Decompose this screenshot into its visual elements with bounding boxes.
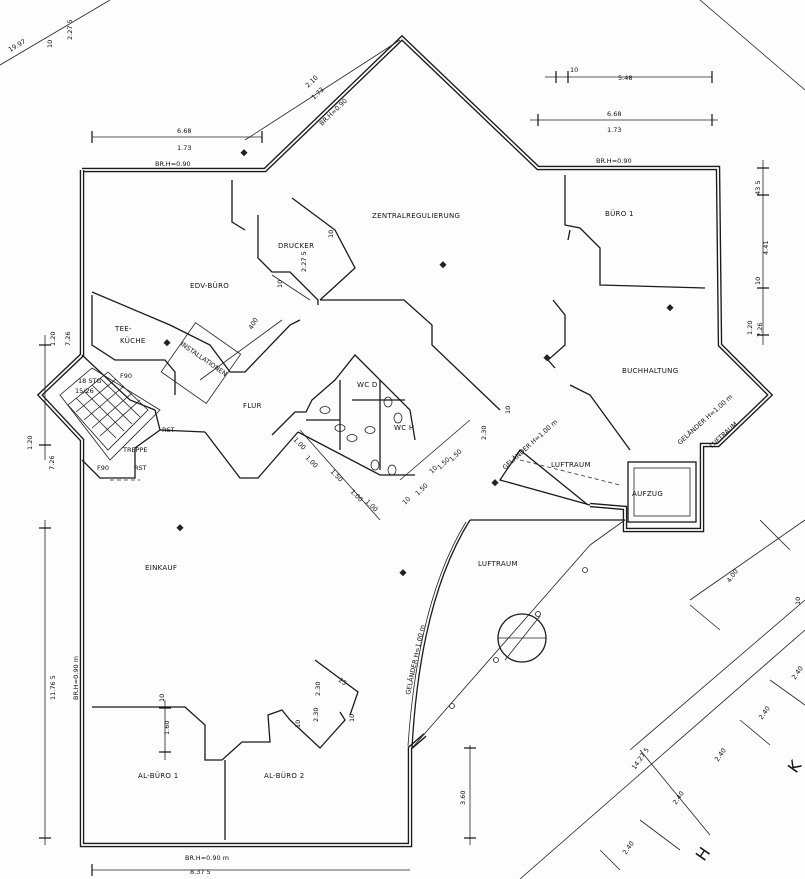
room-label-kueche: KÜCHE <box>120 336 146 345</box>
dim-1-73-a: 1.73 <box>177 144 191 152</box>
grid-letter-h: H <box>692 844 714 865</box>
room-label-drucker: DRUCKER <box>278 242 314 250</box>
dim-2-40-e: 2.40 <box>621 840 636 856</box>
dim-10-a: 10 <box>570 66 578 74</box>
dim-10-i: 10 <box>794 597 802 605</box>
round-column <box>497 613 547 663</box>
label-stg-dim: 15/26 <box>75 387 94 395</box>
dim-8-37-5: 8.37 5 <box>190 868 211 876</box>
dim-1-00-b: 1.00 <box>304 454 320 470</box>
dim-11-76-5: 11.76 5 <box>49 675 57 700</box>
label-rst-top: RST <box>162 426 175 434</box>
room-label-al-buero-1: AL-BÜRO 1 <box>138 771 179 780</box>
label-f90-top: F90 <box>120 372 132 380</box>
grid-letters: H K <box>692 756 805 864</box>
room-label-luftraum-small: LUFTRAUM <box>551 461 591 469</box>
label-brh-left: BR.H=0.90 m <box>72 656 80 700</box>
room-label-buero1: BÜRO 1 <box>605 209 634 218</box>
dim-2-27-5: 2.27 5 <box>66 19 74 40</box>
room-label-flur: FLUR <box>243 402 262 410</box>
label-stg: 18 STG <box>78 377 101 385</box>
dim-1-50-a: 1.50 <box>329 468 345 484</box>
label-gelaender-3: GELÄNDER H=1.00 m <box>403 624 427 695</box>
stair-hatch <box>59 367 161 461</box>
dim-1-00-d: 1.00 <box>364 498 380 514</box>
dim-4-41: 4.41 <box>762 241 770 255</box>
dim-10-f: 10 <box>158 694 166 702</box>
dim-19-97: 19.97 <box>7 37 27 53</box>
grid-letter-k: K <box>784 756 805 776</box>
dim-10-e: 10 <box>327 230 335 238</box>
luftraum-dash <box>519 459 621 486</box>
dim-2-40-c: 2.40 <box>713 747 728 763</box>
dim-4-00: 4.00 <box>725 568 740 584</box>
dim-1-73-c: 1.73 <box>607 126 621 134</box>
dim-10-b: 10 <box>46 40 54 48</box>
dim-10-h: 10 <box>348 714 356 722</box>
dim-10-k: 10 <box>401 495 413 507</box>
dim-1-20-l: 1.20 <box>49 332 57 346</box>
wc-fixtures <box>319 396 403 476</box>
dim-10-c: 10 <box>754 277 762 285</box>
dim-1-20-r: 1.20 <box>746 321 754 335</box>
dim-3-60: 3.60 <box>459 791 467 805</box>
dim-6-68-a: 6.68 <box>177 127 191 135</box>
dim-1-00-a: 1.00 <box>292 436 308 452</box>
outer-walls <box>36 34 774 848</box>
room-label-zentralregulierung: ZENTRALREGULIERUNG <box>372 212 460 220</box>
dim-7-26-l: 7.26 <box>64 332 72 346</box>
dim-2-40-a: 2.40 <box>790 665 805 681</box>
room-label-luftraum-large: LUFTRAUM <box>478 560 518 568</box>
dim-1-00-c: 1.00 <box>349 488 365 504</box>
room-label-al-buero-2: AL-BÜRO 2 <box>264 771 305 780</box>
inner-walls <box>81 175 706 840</box>
room-label-tee: TEE- <box>114 325 132 333</box>
label-f90-bottom: F90 <box>97 464 109 472</box>
dim-2-30-a: 2.30 <box>314 682 322 696</box>
elevator-shaft <box>627 461 697 523</box>
dim-1-73-b: 1.73 <box>310 86 326 102</box>
dim-7-26-l2: 7.26 <box>48 456 56 470</box>
dim-2-27-5b: 2.27 5 <box>300 251 308 272</box>
dim-7-26-r: 7.26 <box>756 323 764 337</box>
label-brh-top-right: BR.H=0.90 <box>596 157 632 165</box>
dim-1-60: 1.60 <box>163 721 171 735</box>
room-label-buchhaltung: BUCHHALTUNG <box>622 367 678 375</box>
dim-10-g: 10 <box>294 720 302 728</box>
dim-2-30-b: 2.30 <box>312 708 320 722</box>
dim-400: 400 <box>247 316 260 331</box>
dim-1-50-d: 1.50 <box>448 448 464 464</box>
dim-5-48: 5.48 <box>618 74 632 82</box>
dim-1-50-c: 1.50 <box>414 482 430 498</box>
room-label-edv-buero: EDV-BÜRO <box>190 281 229 290</box>
column-markers <box>163 149 674 577</box>
label-brh-top-left: BR.H=0.90 <box>155 160 191 168</box>
railing-posts <box>449 567 588 709</box>
room-label-wc-d: WC D <box>357 381 378 389</box>
label-rst-bottom: RST <box>134 464 147 472</box>
dim-6-68-b: 6.68 <box>607 110 621 118</box>
dim-43-5: 43 5 <box>754 181 762 195</box>
dim-10-j: 10 <box>504 406 512 414</box>
dim-10-l: 10 <box>428 464 440 476</box>
room-label-einkauf: EINKAUF <box>145 564 177 572</box>
label-luftraum-diag: LUFTRAUM <box>708 420 739 449</box>
room-label-aufzug: AUFZUG <box>632 490 663 498</box>
dim-25: 25 <box>337 676 348 687</box>
dim-1-20-l2: 1.20 <box>26 436 34 450</box>
label-treppe: TREPPE <box>122 446 148 454</box>
dim-2-40-b: 2.40 <box>757 705 772 721</box>
dim-10-d: 10 <box>276 280 284 288</box>
label-brh-bottom: BR.H=0.90 m <box>185 854 229 862</box>
room-label-wc-h: WC H <box>394 424 415 432</box>
dim-2-30-c: 2.30 <box>480 426 488 440</box>
